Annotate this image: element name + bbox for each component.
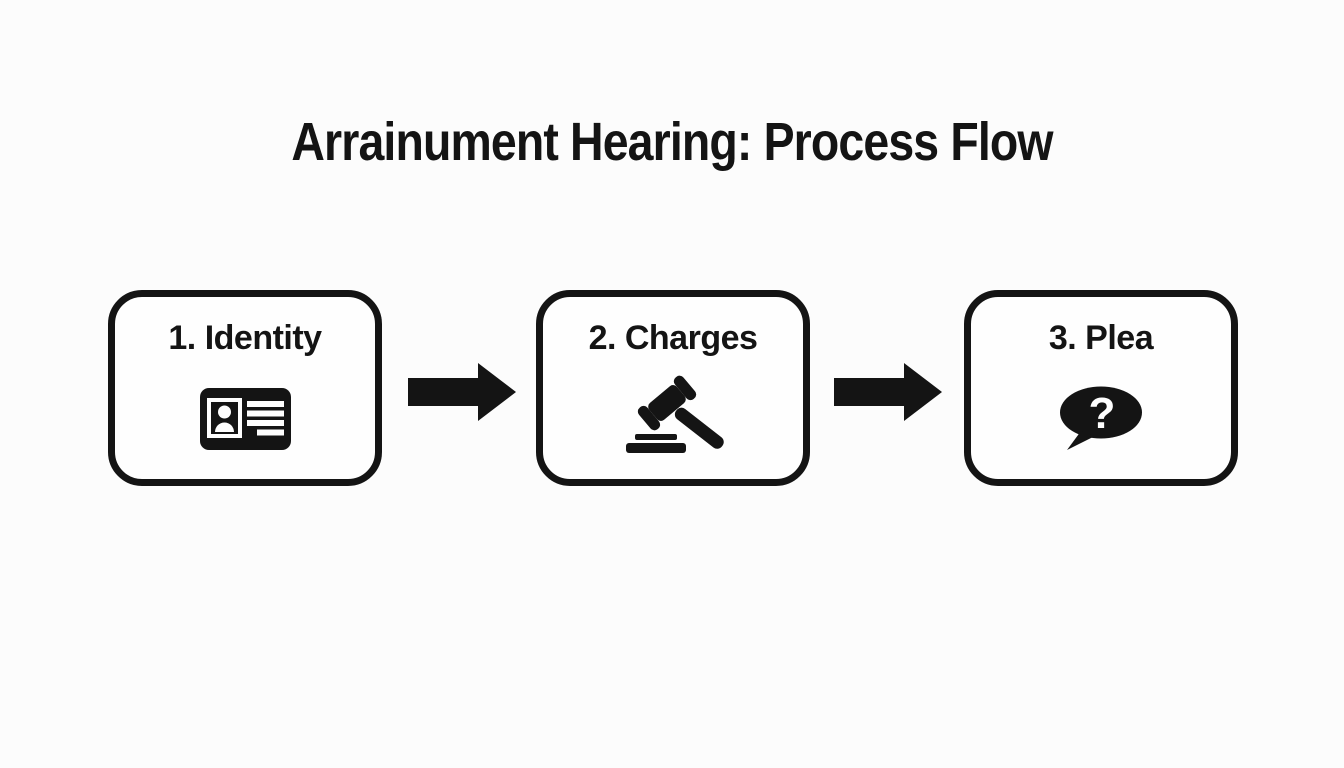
step-label-plea: 3. Plea	[1048, 319, 1154, 357]
step-box-identity: 1. Identity	[108, 290, 382, 486]
question-mark-glyph: ?	[1089, 389, 1116, 438]
step-label-charges: 2. Charges	[588, 319, 758, 357]
step-box-plea: 3. Plea ?	[964, 290, 1238, 486]
question-speech-bubble-icon: ?	[1059, 358, 1143, 479]
arrow-right-icon	[834, 363, 942, 421]
arrow-right-icon	[408, 363, 516, 421]
step-box-charges: 2. Charges	[536, 290, 810, 486]
id-card-icon	[199, 358, 291, 479]
diagram-title: Arrainument Hearing: Process Flow	[291, 112, 1053, 172]
gavel-icon	[621, 358, 725, 479]
step-label-identity: 1. Identity	[168, 319, 322, 357]
